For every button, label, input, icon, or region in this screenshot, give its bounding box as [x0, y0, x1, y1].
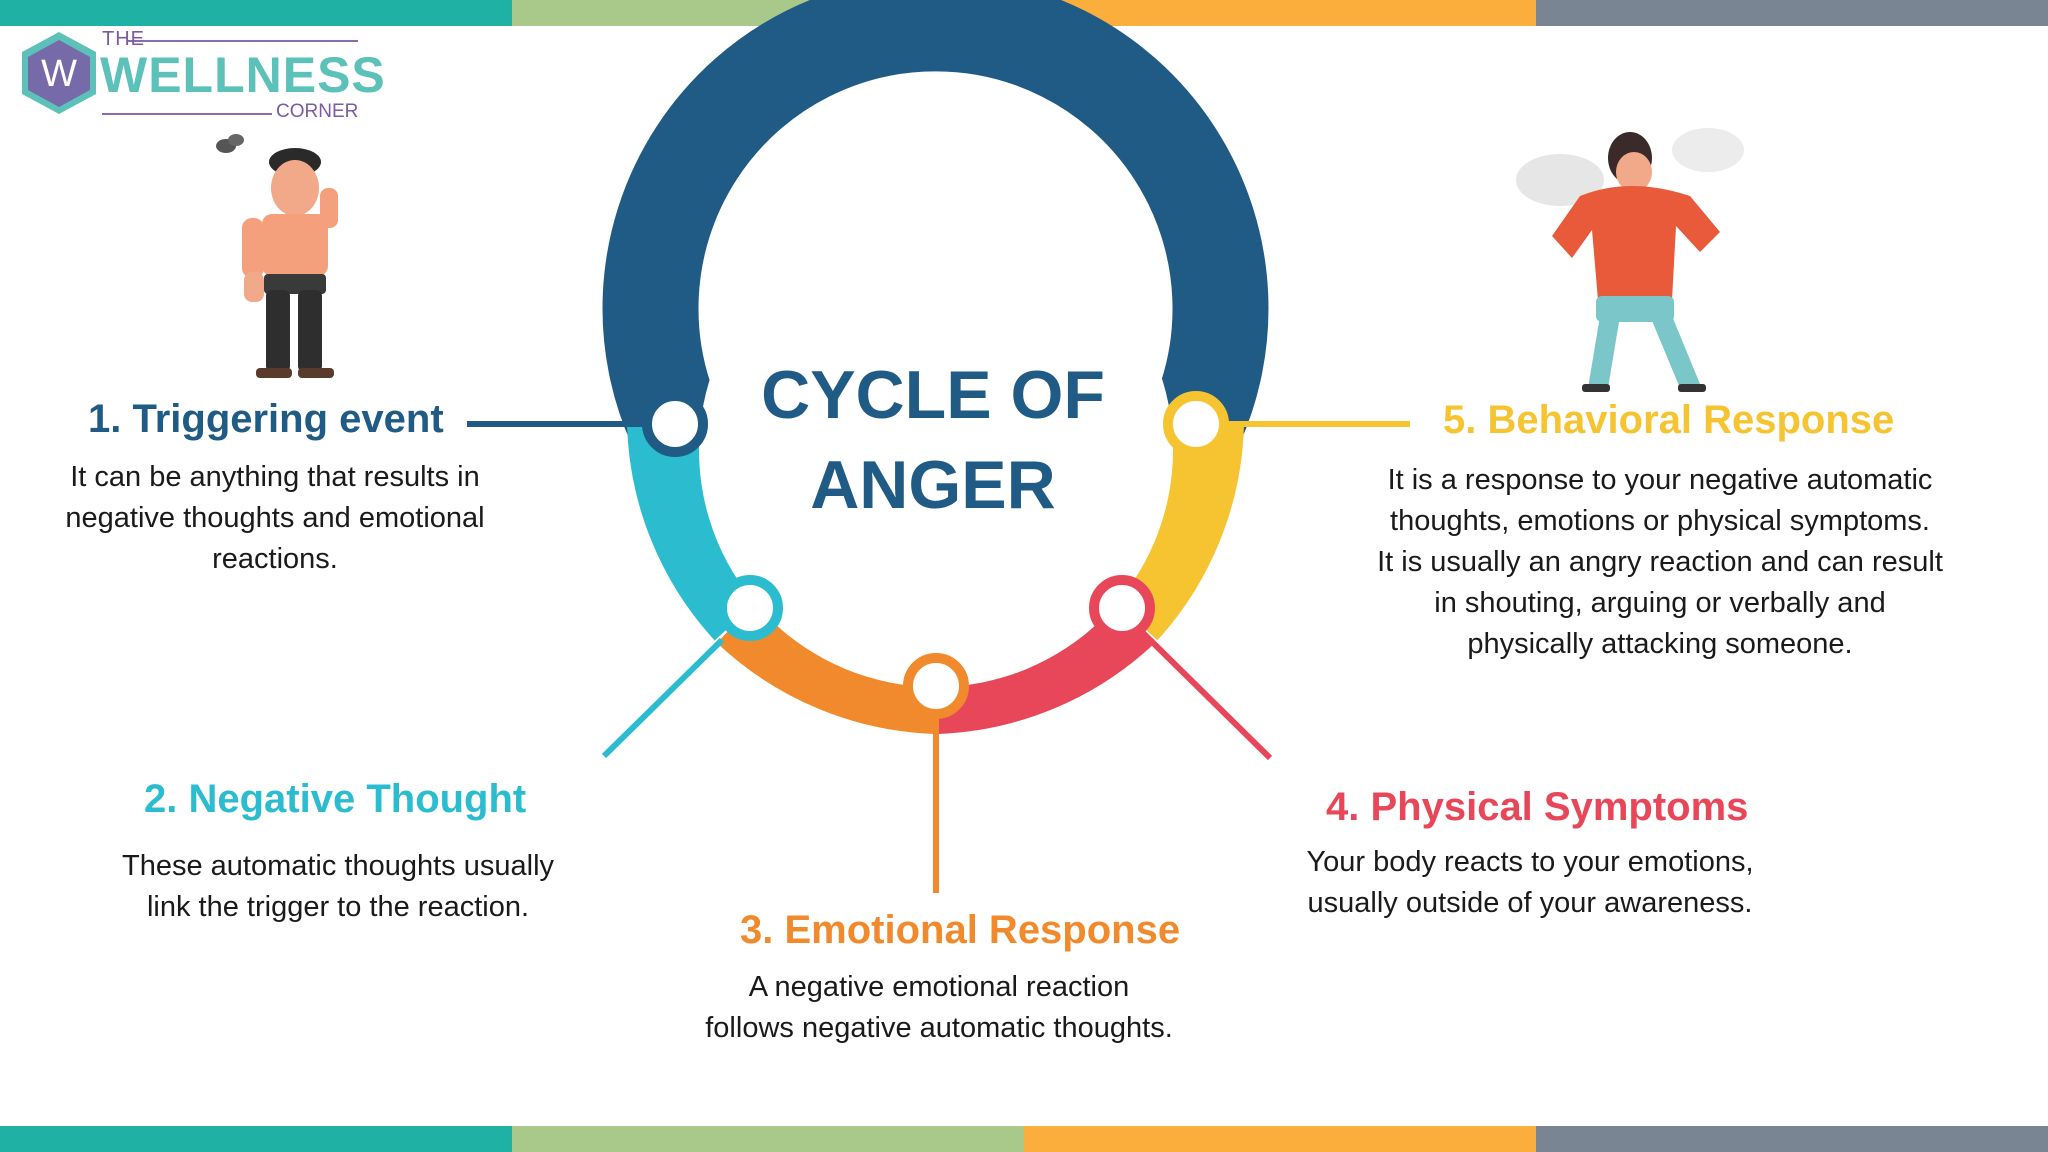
node-emotional: [903, 653, 969, 719]
node-triggering: [642, 391, 708, 457]
desc-line: in shouting, arguing or verbally and: [1434, 587, 1886, 619]
bottom-color-band: [0, 1126, 2048, 1152]
step-desc-triggering: It can be anything that results in negat…: [25, 457, 525, 580]
step-desc-emotional: A negative emotional reaction follows ne…: [669, 967, 1209, 1049]
badge-letter: W: [41, 53, 77, 95]
desc-line: It is a response to your negative automa…: [1387, 464, 1933, 496]
desc-line: Your body reacts to your emotions,: [1306, 846, 1754, 878]
step-desc-behavioral: It is a response to your negative automa…: [1330, 460, 1990, 665]
step-heading-behavioral: 5. Behavioral Response: [1443, 398, 1895, 442]
desc-line: thoughts, emotions or physical symptoms.: [1390, 505, 1930, 537]
node-physical: [1089, 575, 1155, 641]
cycle-title: CYCLE OF ANGER: [733, 350, 1133, 530]
band-gray: [1536, 1126, 2048, 1152]
band-orange: [1024, 0, 1536, 26]
cycle-title-line2: ANGER: [810, 447, 1056, 523]
node-negative-thought: [717, 575, 783, 641]
step-heading-physical: 4. Physical Symptoms: [1326, 785, 1749, 829]
cycle-title-line1: CYCLE OF: [761, 357, 1105, 433]
desc-line: It can be anything that results in: [70, 461, 480, 493]
logo-rule-top: [128, 40, 358, 42]
ring-center-disc: [699, 213, 1173, 687]
stressed-man-illustration: [216, 134, 338, 378]
desc-line: physically attacking someone.: [1467, 628, 1853, 660]
desc-line: A negative emotional reaction: [748, 971, 1130, 1003]
desc-line: usually outside of your awareness.: [1307, 887, 1753, 919]
desc-line: negative thoughts and emotional: [65, 502, 485, 534]
band-gray: [1536, 0, 2048, 26]
connector-physical: [1135, 625, 1273, 761]
desc-line: It is usually an angry reaction and can …: [1377, 546, 1943, 578]
ring-segment-blue: [602, 0, 1269, 444]
step-desc-physical: Your body reacts to your emotions, usual…: [1265, 842, 1795, 924]
connector-negative-thought: [601, 637, 725, 759]
band-teal: [0, 0, 512, 26]
logo-rule-bottom: [102, 113, 272, 115]
logo-wellness: WELLNESS: [100, 47, 386, 103]
band-orange: [1024, 1126, 1536, 1152]
node-behavioral: [1163, 391, 1229, 457]
step-heading-triggering: 1. Triggering event: [88, 397, 444, 441]
band-green: [512, 1126, 1024, 1152]
wellness-badge-icon: W: [22, 32, 96, 114]
logo-the: THE: [102, 28, 145, 50]
step-desc-negative-thought: These automatic thoughts usually link th…: [88, 846, 588, 928]
angry-man-illustration: [1516, 128, 1744, 392]
step-heading-negative-thought: 2. Negative Thought: [144, 777, 527, 821]
logo-corner: CORNER: [276, 101, 359, 122]
desc-line: These automatic thoughts usually: [121, 850, 555, 882]
desc-line: reactions.: [212, 543, 338, 575]
desc-line: link the trigger to the reaction.: [146, 891, 530, 923]
desc-line: follows negative automatic thoughts.: [705, 1012, 1173, 1044]
band-teal: [0, 1126, 512, 1152]
step-heading-emotional: 3. Emotional Response: [740, 908, 1181, 952]
